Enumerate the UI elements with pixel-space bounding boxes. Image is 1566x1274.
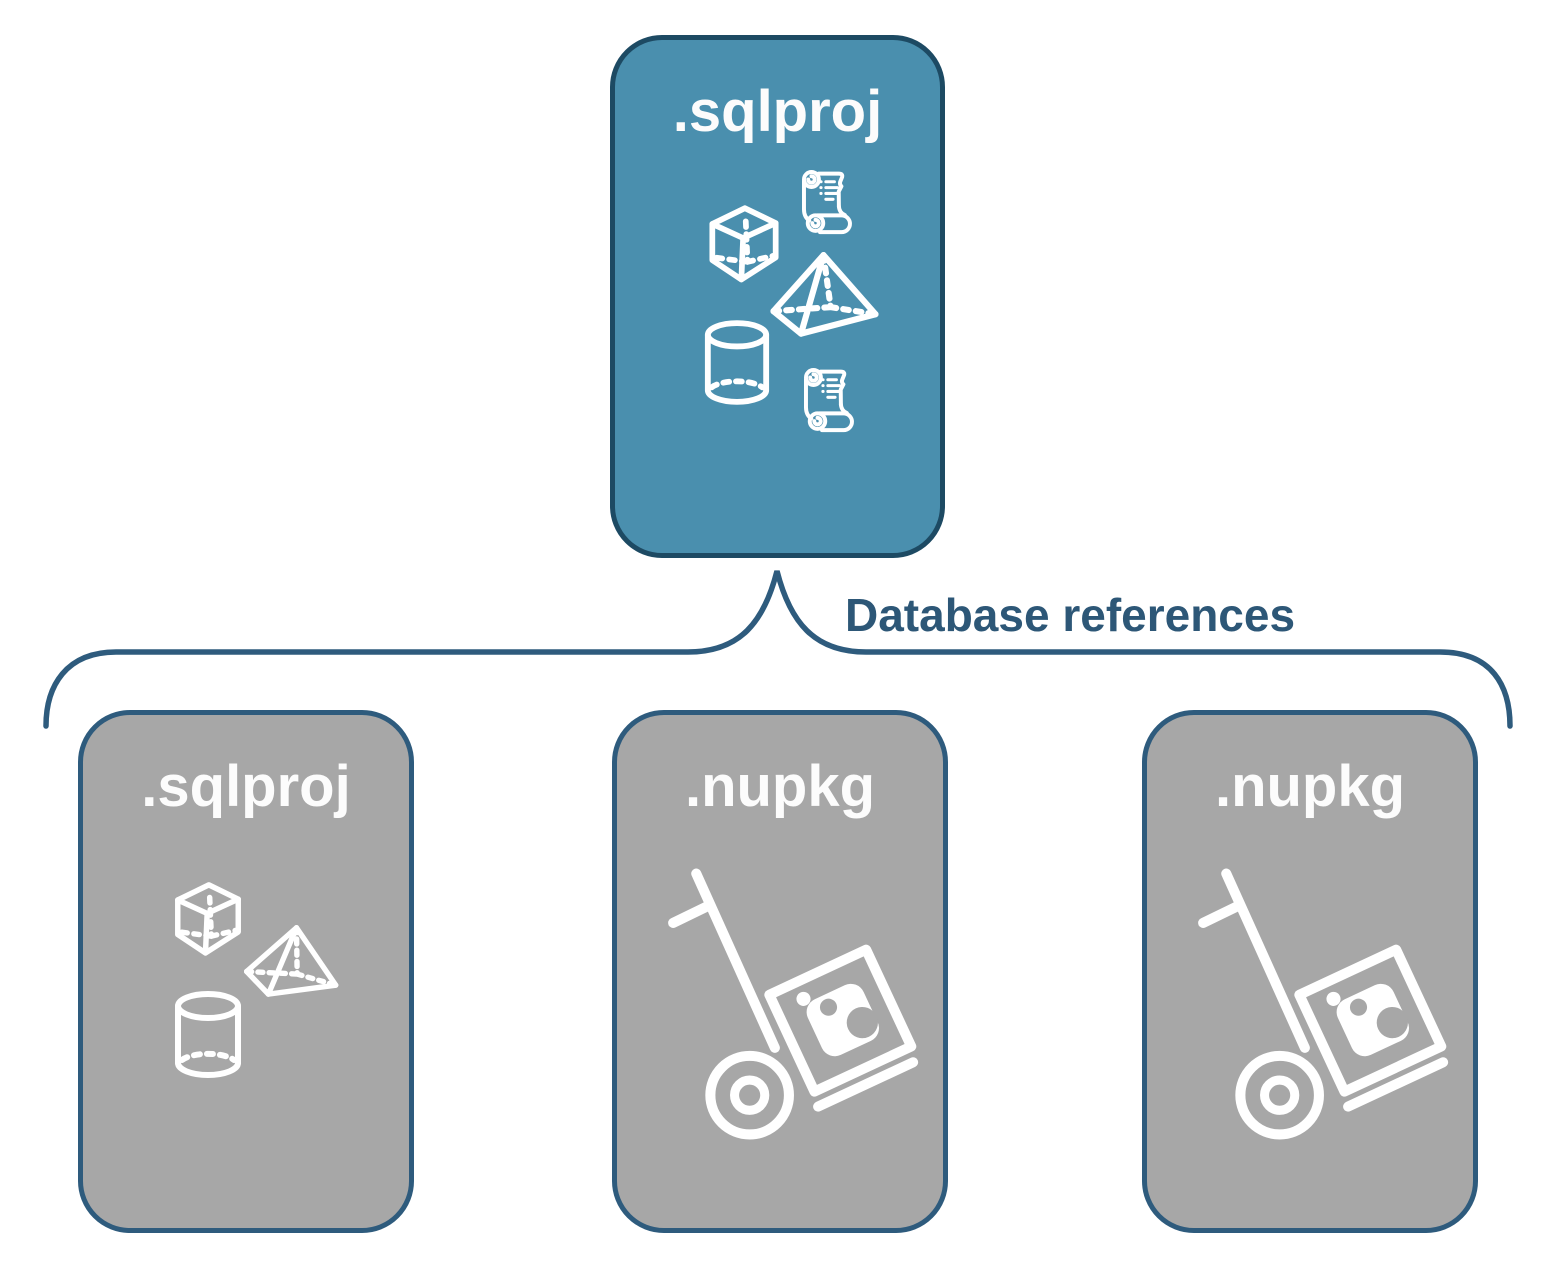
card-title-nupkg-reference-2: .nupkg — [1214, 754, 1406, 819]
card-title-sqlproj-root: .sqlproj — [672, 79, 883, 144]
cube-icon — [166, 877, 250, 965]
card-sqlproj-root: .sqlproj — [610, 35, 945, 558]
scroll-icon — [793, 166, 865, 238]
pyramid-icon — [235, 917, 349, 1019]
cylinder-database-icon — [702, 320, 772, 406]
card-sqlproj-reference: .sqlproj — [78, 710, 414, 1233]
connector-label: Database references — [845, 589, 1296, 641]
scroll-icon — [795, 364, 867, 436]
nuget-package-handtruck-icon — [661, 855, 933, 1150]
card-title-nupkg-reference-1: .nupkg — [684, 754, 876, 819]
card-nupkg-reference-2: .nupkg — [1142, 710, 1478, 1233]
cylinder-database-icon — [172, 991, 244, 1079]
card-title-sqlproj-reference: .sqlproj — [141, 754, 351, 819]
card-nupkg-reference-1: .nupkg — [612, 710, 948, 1233]
nuget-package-handtruck-icon — [1191, 855, 1463, 1150]
pyramid-icon — [765, 250, 883, 352]
